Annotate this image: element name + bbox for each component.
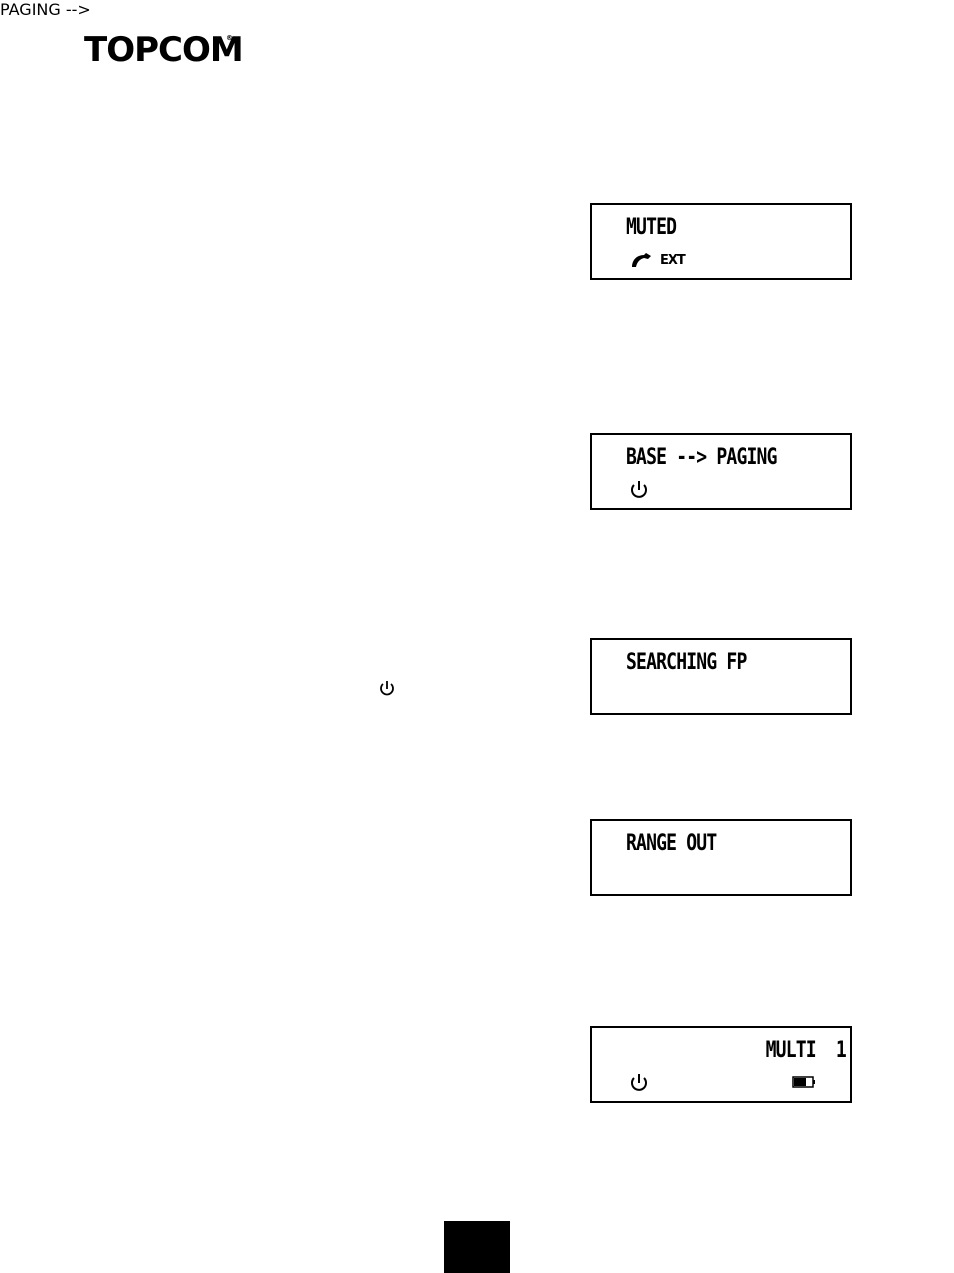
lcd-display-range-out: RANGE OUT bbox=[590, 819, 852, 896]
lcd-display-searching: SEARCHING FP bbox=[590, 638, 852, 715]
power-icon bbox=[631, 1074, 647, 1091]
registered-mark: ® bbox=[226, 34, 233, 42]
lcd-display-muted: MUTED EXT bbox=[590, 203, 852, 280]
brand-name: TOPCOM bbox=[84, 30, 244, 70]
lcd-icon-row bbox=[630, 1072, 648, 1094]
page-number-tab bbox=[444, 1221, 510, 1273]
lcd-text: BASE --> PAGING bbox=[626, 445, 777, 470]
lcd-text: MULTI 1 bbox=[765, 1038, 847, 1063]
lcd-text: MUTED bbox=[626, 215, 677, 240]
ext-label: EXT bbox=[660, 252, 686, 268]
battery-icon bbox=[792, 1076, 815, 1088]
lcd-text: RANGE OUT bbox=[626, 831, 717, 856]
topcom-logo: TOPCOM ® bbox=[84, 30, 244, 70]
lcd-display-paging: BASE --> PAGING bbox=[590, 433, 852, 510]
lcd-text: SEARCHING FP bbox=[626, 650, 747, 675]
handset-icon bbox=[632, 253, 651, 267]
lcd-icon-row bbox=[630, 479, 648, 501]
power-icon bbox=[380, 681, 394, 696]
lcd-icon-row: EXT bbox=[630, 249, 686, 271]
lcd-display-multi: MULTI 1 bbox=[590, 1026, 852, 1103]
power-icon bbox=[631, 481, 647, 498]
